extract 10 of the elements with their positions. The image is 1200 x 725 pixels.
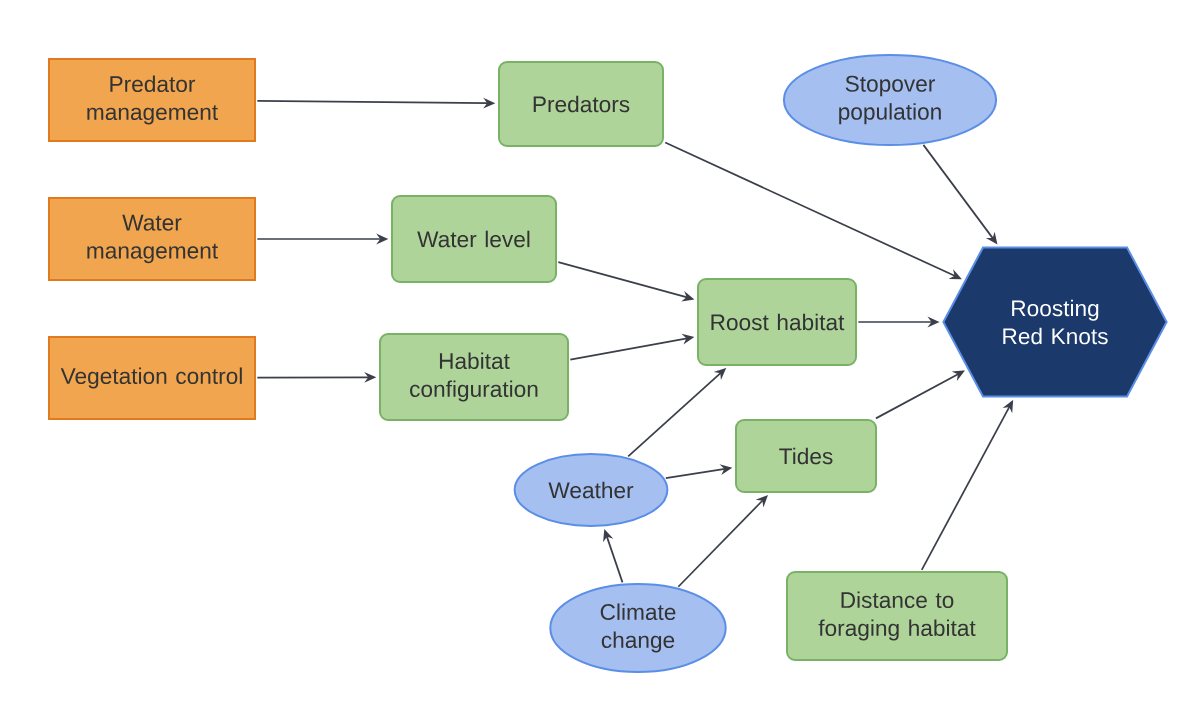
objective-hexagon: Roosting Red Knots — [942, 246, 1168, 398]
factor-box: Water level — [391, 195, 557, 283]
action-box: Predator management — [48, 58, 256, 142]
factor-box: Roost habitat — [697, 278, 857, 366]
action-box: Vegetation control — [48, 336, 256, 420]
action-box: Water management — [48, 197, 256, 281]
factor-box: Tides — [735, 419, 877, 493]
factor-box: Distance to foraging habitat — [786, 571, 1008, 661]
factor-box: Predators — [498, 61, 664, 147]
factor-box: Habitat configuration — [379, 333, 569, 421]
